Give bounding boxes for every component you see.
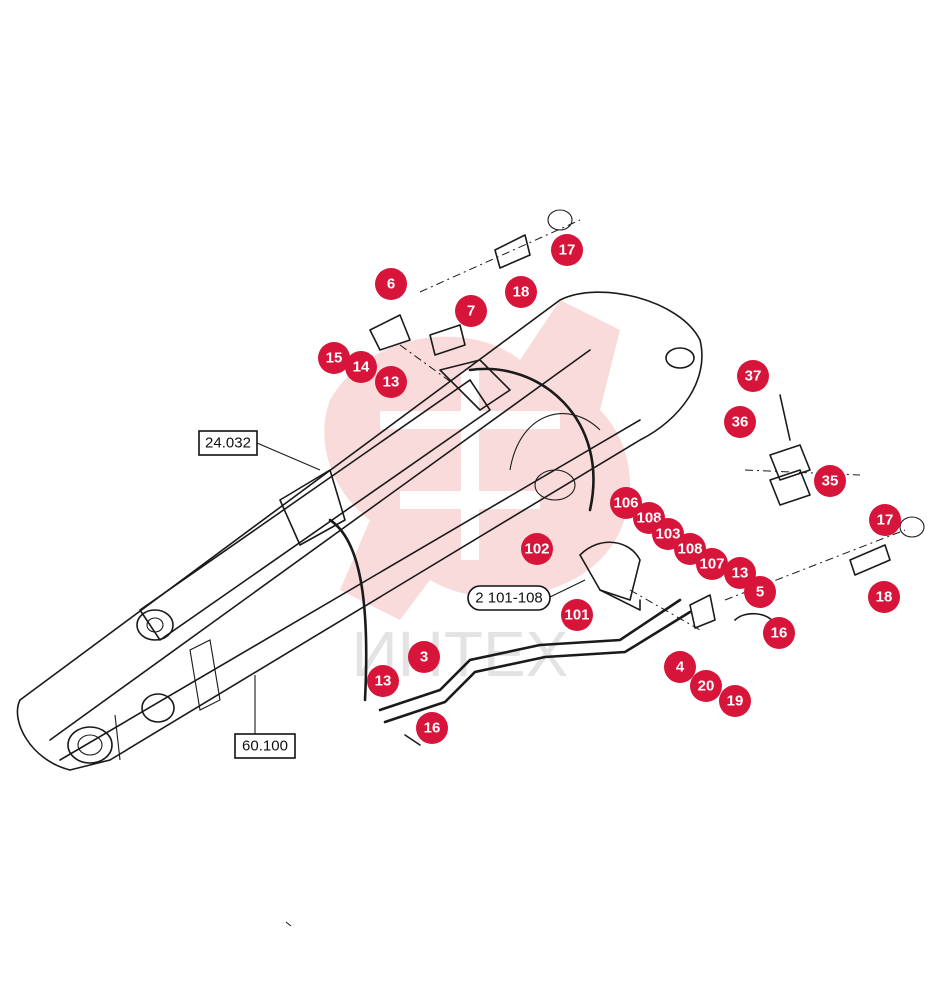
callout-number: 20 bbox=[698, 678, 715, 695]
callout-circle bbox=[724, 557, 756, 589]
callout-circle bbox=[408, 641, 440, 673]
callout-circle bbox=[455, 295, 487, 327]
ref-label: 2 101-108 bbox=[475, 590, 543, 607]
callout-circle bbox=[505, 276, 537, 308]
callout-circle bbox=[345, 351, 377, 383]
callout-number: 37 bbox=[745, 368, 762, 385]
callout-circle bbox=[318, 342, 350, 374]
callout-number: 15 bbox=[326, 350, 343, 367]
callout-badge-20[interactable]: 20 bbox=[690, 670, 722, 702]
callout-badge-101[interactable]: 101 bbox=[561, 599, 593, 631]
ref-label: 24.032 bbox=[205, 435, 251, 452]
callout-badge-19[interactable]: 19 bbox=[719, 685, 751, 717]
callout-badge-13[interactable]: 13 bbox=[367, 665, 399, 697]
callout-badge-102[interactable]: 102 bbox=[521, 533, 553, 565]
callout-number: 16 bbox=[424, 720, 441, 737]
callout-number: 16 bbox=[771, 625, 788, 642]
callout-number: 13 bbox=[732, 565, 749, 582]
callout-circle bbox=[724, 406, 756, 438]
callout-circle bbox=[561, 599, 593, 631]
ref-label: 60.100 bbox=[242, 738, 288, 755]
callout-circle bbox=[551, 234, 583, 266]
callout-circle bbox=[868, 581, 900, 613]
stray-mark bbox=[285, 921, 292, 927]
callout-badge-6[interactable]: 6 bbox=[375, 268, 407, 300]
callout-number: 35 bbox=[822, 473, 839, 490]
callout-circle bbox=[763, 617, 795, 649]
callout-badge-107[interactable]: 107 bbox=[696, 548, 728, 580]
callout-number: 101 bbox=[564, 607, 589, 624]
callout-badge-13[interactable]: 13 bbox=[375, 366, 407, 398]
callout-number: 106 bbox=[613, 495, 638, 512]
callout-number: 108 bbox=[677, 541, 702, 558]
callout-badge-18[interactable]: 18 bbox=[505, 276, 537, 308]
callout-badge-13[interactable]: 13 bbox=[724, 557, 756, 589]
callout-circle bbox=[690, 670, 722, 702]
callout-badge-7[interactable]: 7 bbox=[455, 295, 487, 327]
callout-number: 3 bbox=[420, 649, 428, 666]
callout-number: 108 bbox=[636, 510, 661, 527]
callout-badge-15[interactable]: 15 bbox=[318, 342, 350, 374]
callout-circle bbox=[375, 366, 407, 398]
callout-number: 17 bbox=[559, 242, 576, 259]
ref-box-60100[interactable]: 60.100 bbox=[234, 733, 296, 759]
callout-circle bbox=[664, 651, 696, 683]
callout-badge-35[interactable]: 35 bbox=[814, 465, 846, 497]
callout-circle bbox=[367, 665, 399, 697]
callout-number: 17 bbox=[877, 512, 894, 529]
callout-circle bbox=[610, 487, 642, 519]
callout-circle bbox=[719, 685, 751, 717]
callout-number: 36 bbox=[732, 414, 749, 431]
callout-number: 19 bbox=[727, 693, 744, 710]
callout-badge-4[interactable]: 4 bbox=[664, 651, 696, 683]
callout-circle bbox=[696, 548, 728, 580]
boom-body bbox=[16, 291, 703, 771]
boom-cylinder bbox=[136, 359, 511, 641]
callout-badge-36[interactable]: 36 bbox=[724, 406, 756, 438]
callout-badge-14[interactable]: 14 bbox=[345, 351, 377, 383]
callout-number: 4 bbox=[676, 659, 685, 676]
callout-circle bbox=[375, 268, 407, 300]
callout-number: 7 bbox=[467, 303, 475, 320]
callout-circle bbox=[814, 465, 846, 497]
callout-badge-17[interactable]: 17 bbox=[551, 234, 583, 266]
callout-badge-37[interactable]: 37 bbox=[737, 360, 769, 392]
ref-box-24032[interactable]: 24.032 bbox=[198, 430, 258, 456]
callout-badge-18[interactable]: 18 bbox=[868, 581, 900, 613]
callout-number: 13 bbox=[375, 673, 392, 690]
hydraulic-hoses bbox=[328, 367, 692, 724]
callout-number: 102 bbox=[524, 541, 549, 558]
callout-badge-17[interactable]: 17 bbox=[869, 504, 901, 536]
callout-circle bbox=[744, 576, 776, 608]
callout-number: 13 bbox=[383, 374, 400, 391]
callout-number: 5 bbox=[756, 584, 764, 601]
callout-circle bbox=[737, 360, 769, 392]
callout-badge-16[interactable]: 16 bbox=[763, 617, 795, 649]
callout-number: 14 bbox=[353, 359, 370, 376]
callout-circle bbox=[416, 712, 448, 744]
callout-badge-5[interactable]: 5 bbox=[744, 576, 776, 608]
callout-number: 103 bbox=[655, 526, 680, 543]
callout-number: 6 bbox=[387, 276, 395, 293]
callout-number: 18 bbox=[513, 284, 530, 301]
callout-number: 18 bbox=[876, 589, 893, 606]
callout-number: 107 bbox=[699, 556, 724, 573]
callout-circle bbox=[521, 533, 553, 565]
callout-circle bbox=[869, 504, 901, 536]
ref-box-2101-108[interactable]: 2 101-108 bbox=[467, 585, 551, 611]
callout-badge-106[interactable]: 106 bbox=[610, 487, 642, 519]
callout-badge-3[interactable]: 3 bbox=[408, 641, 440, 673]
callout-badge-16[interactable]: 16 bbox=[416, 712, 448, 744]
